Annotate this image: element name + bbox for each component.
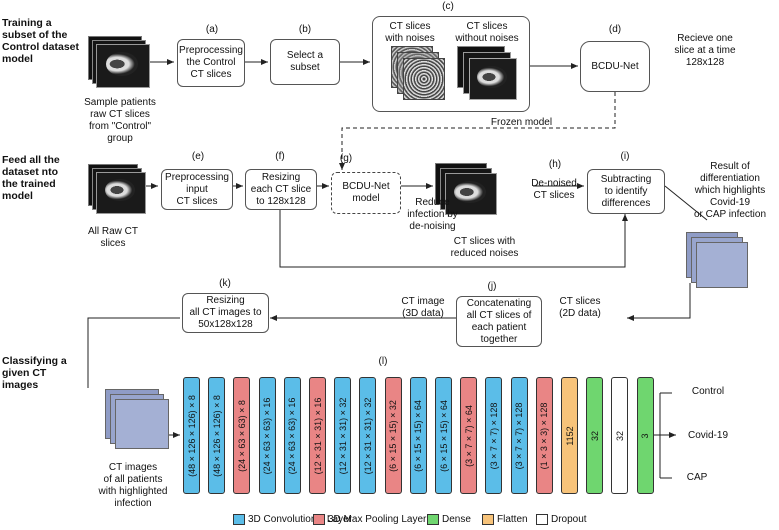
output-covid19: Covid-19 (687, 430, 729, 441)
layer-flatten-16: 1152 (561, 377, 578, 494)
legend-label: Dropout (551, 514, 587, 525)
layer-pool-3: (24 × 63 × 63) × 8 (233, 377, 251, 494)
box-concatenate: Concatenating all CT slices of each pati… (456, 296, 542, 347)
layer-conv-2: (48 × 126 × 126) × 8 (208, 377, 226, 494)
layer-conv-5: (24 × 63 × 63) × 16 (283, 377, 301, 494)
caption-highlighted: CT images of all patients with highlight… (98, 462, 168, 509)
layer-label: (24 × 63 × 63) × 8 (236, 399, 247, 472)
legend-swatch (536, 514, 548, 525)
layer-label: 3 (640, 432, 651, 439)
legend-item-pool: 3D Max Pooling Layer (313, 514, 426, 525)
layer-pool-15: (1 × 3 × 3) × 128 (535, 377, 553, 494)
layer-label: (12 × 31 × 31) × 32 (337, 397, 348, 474)
layer-dense-19: 3 (636, 377, 654, 494)
caption-denoised: De-noised CT slices (531, 178, 577, 201)
legend-swatch (233, 514, 245, 525)
layer-label: (3 × 7 × 7) × 128 (488, 402, 499, 469)
step-label-f: (f) (275, 151, 285, 162)
caption-reduce-infection: Reduce infection by de-noising (407, 197, 458, 232)
step-label-b: (b) (298, 24, 312, 35)
layer-label: 32 (614, 430, 625, 441)
layer-conv-11: (6 × 15 × 15) × 64 (435, 377, 452, 494)
layer-label: (6 × 15 × 15) × 64 (413, 399, 424, 472)
layer-label: (12 × 31 × 31) × 32 (362, 397, 373, 474)
caption-receive-one: Recieve one slice at a time 128x128 (674, 33, 736, 68)
layer-conv-14: (3 × 7 × 7) × 128 (510, 377, 528, 494)
caption-ct-image-3d: CT image (3D data) (401, 296, 445, 319)
step-label-d: (d) (608, 24, 622, 35)
caption-result: Result of differentiation which highligh… (693, 161, 767, 220)
legend-label: Dense (442, 514, 471, 525)
layer-conv-10: (6 × 15 × 15) × 64 (409, 377, 427, 494)
legend-swatch (482, 514, 494, 525)
legend-item-dropout: Dropout (536, 514, 587, 525)
box-preprocess-control: Preprocessing the Control CT slices (177, 39, 245, 87)
layer-conv-1: (48 × 126 × 126) × 8 (183, 377, 200, 494)
step-label-g: (g) (339, 153, 353, 164)
step-label-k: (k) (219, 278, 231, 289)
legend-label: Flatten (497, 514, 528, 525)
step-label-i: (i) (620, 151, 630, 162)
step-label-j: (j) (487, 281, 497, 292)
layer-label: (6 × 15 × 15) × 32 (388, 399, 399, 472)
step-label-h: (h) (548, 159, 562, 170)
layer-pool-9: (6 × 15 × 15) × 32 (384, 377, 402, 494)
caption-sample-patients: Sample patients raw CT slices from "Cont… (84, 97, 156, 144)
layer-label: (6 × 15 × 15) × 64 (438, 399, 449, 472)
layer-label: (24 × 63 × 63) × 16 (262, 397, 273, 474)
legend-item-flatten: Flatten (482, 514, 528, 525)
caption-with-noises: CT slices with noises (385, 21, 435, 44)
box-bcdu-net: BCDU-Net (580, 41, 650, 92)
caption-all-raw: All Raw CT slices (87, 226, 138, 249)
step-label-l: (l) (378, 356, 388, 367)
box-preprocess-input: Preprocessing input CT slices (161, 169, 233, 210)
legend-swatch (313, 514, 325, 525)
box-resize-slice: Resizing each CT slice to 128x128 (245, 169, 317, 210)
step-label-e: (e) (191, 151, 205, 162)
box-select-subset: Select a subset (270, 39, 340, 85)
caption-reduced-noises: CT slices with reduced noises (450, 236, 519, 259)
box-subtract: Subtracting to identify differences (587, 169, 665, 214)
layer-dropout-18: 32 (611, 377, 629, 494)
layer-conv-8: (12 × 31 × 31) × 32 (359, 377, 377, 494)
layer-conv-7: (12 × 31 × 31) × 32 (334, 377, 352, 494)
layer-conv-4: (24 × 63 × 63) × 16 (258, 377, 276, 494)
layer-label: (1 × 3 × 3) × 128 (539, 402, 550, 469)
caption-frozen-model: Frozen model (490, 117, 553, 128)
step-label-c: (c) (442, 1, 454, 12)
stage-title-feed: Feed all the dataset nto the trained mod… (2, 154, 60, 202)
caption-ct-slices-2d: CT slices (2D data) (559, 296, 601, 319)
layer-dense-17: 32 (586, 377, 604, 494)
legend-item-conv: 3D Convolutional Layer (233, 514, 352, 525)
stage-title-training: Training a subset of the Control dataset… (2, 17, 80, 65)
layer-label: (24 × 63 × 63) × 16 (287, 397, 298, 474)
layer-label: (12 × 31 × 31) × 16 (312, 397, 323, 474)
output-control: Control (691, 386, 725, 397)
step-label-a: (a) (205, 24, 219, 35)
layer-pool-12: (3 × 7 × 7) × 64 (460, 377, 478, 494)
layer-label: (48 × 126 × 126) × 8 (211, 394, 222, 477)
layer-label: 1152 (564, 425, 575, 446)
legend-item-dense: Dense (427, 514, 471, 525)
layer-label: 32 (589, 430, 600, 441)
legend-swatch (427, 514, 439, 525)
legend-label: 3D Max Pooling Layer (328, 514, 427, 525)
layer-label: (3 × 7 × 7) × 128 (514, 402, 525, 469)
box-resize-all: Resizing all CT images to 50x128x128 (182, 293, 269, 333)
layer-label: (48 × 126 × 126) × 8 (186, 394, 197, 477)
layer-label: (3 × 7 × 7) × 64 (463, 404, 474, 467)
box-bcdu-model: BCDU-Net model (331, 172, 401, 214)
caption-without-noises: CT slices without noises (455, 21, 519, 44)
stage-title-classify: Classifying a given CT images (2, 355, 67, 391)
legend-label: 3D Convolutional Layer (248, 514, 352, 525)
layer-pool-6: (12 × 31 × 31) × 16 (309, 377, 326, 494)
layer-conv-13: (3 × 7 × 7) × 128 (485, 377, 503, 494)
output-cap: CAP (686, 472, 708, 483)
